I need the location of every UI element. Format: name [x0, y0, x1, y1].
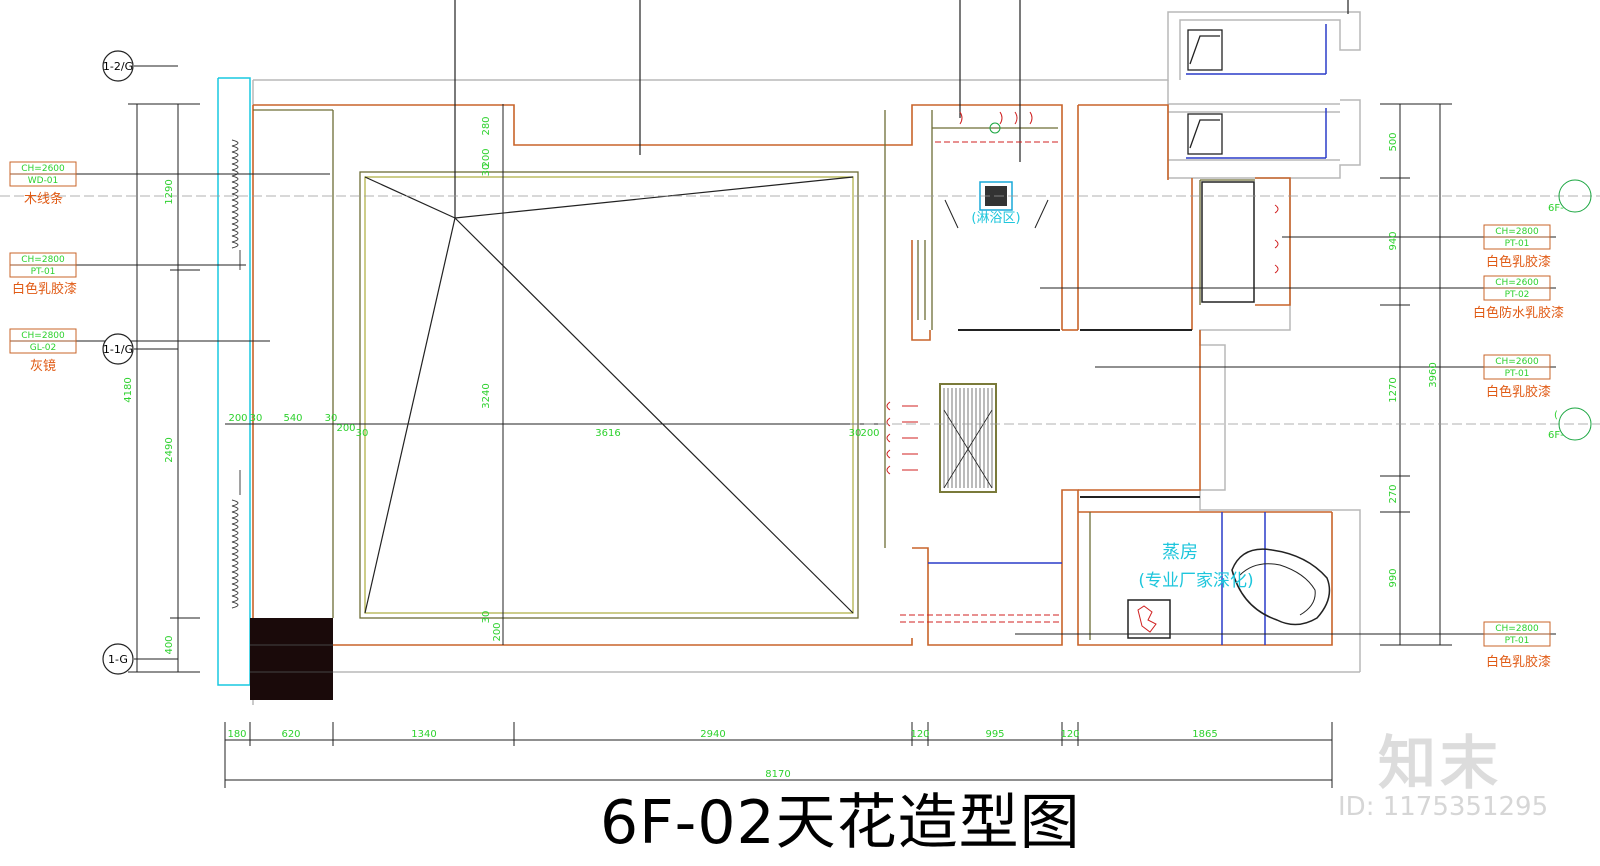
axis-bubble	[102, 50, 134, 675]
room-label-sauna-note: (专业厂家深化)	[1138, 571, 1253, 591]
dim-mid-h: 30	[849, 428, 862, 439]
heater-coil	[231, 139, 241, 609]
outer-wall	[252, 11, 1361, 705]
dim-right: 500	[1388, 132, 1399, 151]
bed-fixture	[1187, 29, 1223, 155]
left-callout-code: WD-01	[28, 176, 59, 186]
dim-left: 400	[164, 635, 175, 654]
right-callout-note: 白色乳胶漆	[1486, 254, 1551, 270]
edge-label: (	[1554, 410, 1558, 421]
edge-label: 6F-	[1548, 430, 1564, 441]
left-callout-code: PT-01	[31, 267, 56, 277]
left-callout-code: GL-02	[30, 343, 57, 353]
dim-mid-v: 30	[481, 164, 492, 177]
room-outline	[252, 104, 1333, 646]
edge-label: 6F-	[1548, 203, 1564, 214]
left-callout-note: 白色乳胶漆	[12, 281, 77, 297]
dim-mid-v: 30	[481, 611, 492, 624]
dim-bottom: 120	[910, 729, 929, 740]
dim-bottom: 120	[1060, 729, 1079, 740]
dim-bottom: 2940	[700, 729, 725, 740]
dim-right-total: 3960	[1428, 362, 1439, 387]
dimension-line	[128, 103, 1452, 788]
dim-bottom: 180	[227, 729, 246, 740]
dim-right: 270	[1388, 484, 1399, 503]
dim-total: 8170	[765, 769, 790, 780]
partition	[958, 181, 1255, 498]
dark-block	[250, 618, 333, 700]
dim-mid-h: 30	[325, 413, 338, 424]
brand-logo: 知末	[1378, 729, 1503, 797]
right-callout-code: PT-01	[1505, 369, 1530, 379]
left-callout-ch: CH=2600	[21, 164, 65, 174]
dim-right: 1270	[1388, 377, 1399, 402]
dim-bottom: 995	[985, 729, 1004, 740]
dim-mid-v: 3240	[481, 383, 492, 408]
dim-mid-h: 200	[336, 423, 355, 434]
left-callout-note: 木线条	[24, 191, 63, 207]
dim-mid-h: 200	[228, 413, 247, 424]
right-callout-code: PT-01	[1505, 239, 1530, 249]
vent-grille	[939, 383, 997, 493]
right-callout-code: PT-02	[1505, 290, 1530, 300]
room-label-sauna: 蒸房	[1162, 542, 1198, 563]
axis-label-bottom: 1-G	[108, 653, 128, 666]
drawing-id: ID: 1175351295	[1338, 792, 1549, 822]
left-callout-ch: CH=2800	[21, 331, 65, 341]
room-label-shower: (淋浴区)	[971, 211, 1020, 226]
dim-mid-h: 30	[250, 413, 263, 424]
dim-mid-h: 3616	[595, 428, 620, 439]
sauna-fixture	[1127, 548, 1331, 639]
axis-label-middle: 1-1/G	[103, 343, 133, 356]
grid-axis-line	[0, 195, 1600, 425]
dim-mid-h: 30	[356, 428, 369, 439]
dim-mid-v: 200	[492, 622, 503, 641]
dim-mid-h: 200	[860, 428, 879, 439]
airflow-arrow	[886, 111, 1279, 623]
left-callout-note: 灰镜	[30, 359, 56, 374]
callout-leader	[10, 65, 1556, 660]
right-callout-note: 白色乳胶漆	[1486, 384, 1551, 400]
dim-mid-v: 200	[481, 148, 492, 167]
dim-mid-v: 280	[481, 116, 492, 135]
leader-line	[454, 0, 1349, 218]
right-callout-ch: CH=2600	[1495, 278, 1539, 288]
right-callout-ch: CH=2600	[1495, 357, 1539, 367]
dim-mid-h: 540	[283, 413, 302, 424]
right-callout-ch: CH=2800	[1495, 227, 1539, 237]
right-callout-note: 白色乳胶漆	[1486, 654, 1551, 670]
drawing-title: 6F-02天花造型图	[600, 788, 1081, 858]
right-callout-code: PT-01	[1505, 636, 1530, 646]
left-callout-ch: CH=2800	[21, 255, 65, 265]
dim-bottom: 620	[281, 729, 300, 740]
right-callout-ch: CH=2800	[1495, 624, 1539, 634]
glass-line	[928, 24, 1327, 645]
dim-left-total: 4180	[123, 377, 134, 402]
dim-left: 2490	[164, 437, 175, 462]
axis-label-top: 1-2/G	[103, 60, 133, 73]
ceiling-trim	[253, 109, 1255, 640]
ceiling-diagonal	[364, 176, 854, 614]
dim-right: 990	[1388, 568, 1399, 587]
dim-bottom: 1865	[1192, 729, 1217, 740]
dim-bottom: 1340	[411, 729, 436, 740]
dim-left: 1290	[164, 179, 175, 204]
right-callout-note: 白色防水乳胶漆	[1473, 305, 1564, 321]
dim-right: 940	[1388, 231, 1399, 250]
